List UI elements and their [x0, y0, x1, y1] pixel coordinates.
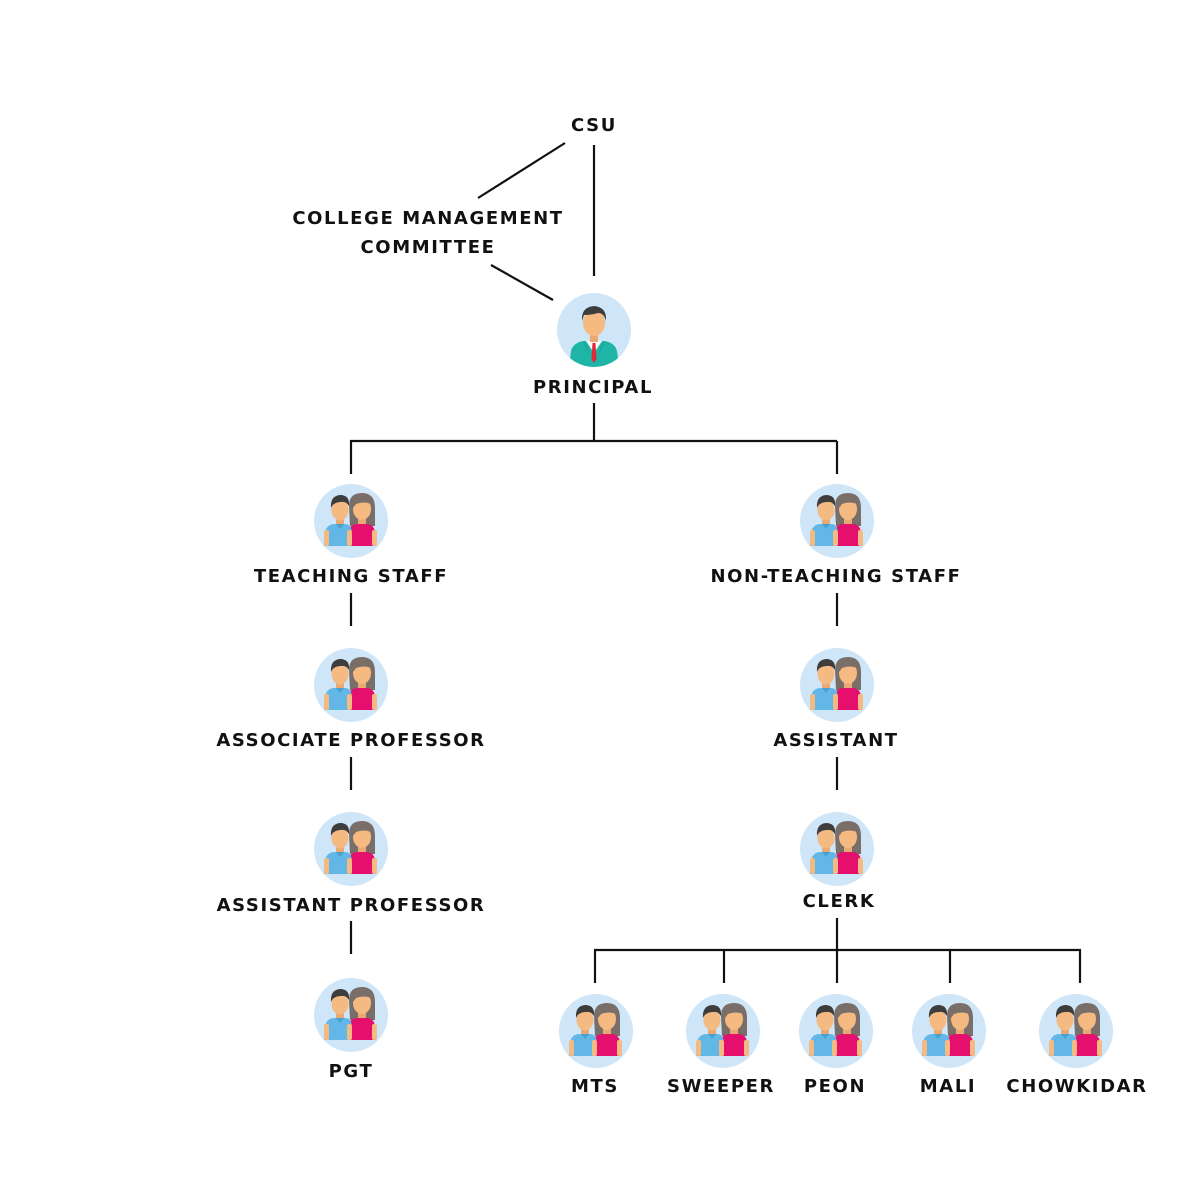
- staff-group-icon: [559, 994, 633, 1068]
- node-committee-label-line1: COLLEGE MANAGEMENT: [292, 208, 564, 229]
- node-principal-label: PRINCIPAL: [532, 377, 654, 398]
- staff-group-icon: [799, 994, 873, 1068]
- node-pgt-label: PGT: [328, 1061, 374, 1082]
- node-associate-professor-label: ASSOCIATE PROFESSOR: [216, 730, 486, 751]
- staff-group-icon: [314, 648, 388, 722]
- businessman-icon: [557, 293, 631, 367]
- node-teaching-staff-label: TEACHING STAFF: [253, 566, 449, 587]
- node-clerk-label: CLERK: [802, 891, 876, 912]
- node-csu-label: CSU: [571, 115, 617, 136]
- node-assistant-professor-label: ASSISTANT PROFESSOR: [216, 895, 486, 916]
- edge-csu-committee: [477, 142, 566, 199]
- staff-group-icon: [686, 994, 760, 1068]
- node-non-teaching-staff-label: NON-TEACHING STAFF: [710, 566, 962, 587]
- staff-group-icon: [314, 484, 388, 558]
- staff-group-icon: [800, 812, 874, 886]
- node-mts-label: MTS: [571, 1076, 619, 1097]
- node-committee-label-line2: COMMITTEE: [360, 237, 496, 258]
- staff-group-icon: [1039, 994, 1113, 1068]
- node-sweeper-label: SWEEPER: [667, 1076, 775, 1097]
- node-chowkidar-label: CHOWKIDAR: [1006, 1076, 1148, 1097]
- node-assistant-label: ASSISTANT: [773, 730, 899, 751]
- staff-group-icon: [800, 648, 874, 722]
- node-mali-label: MALI: [919, 1076, 977, 1097]
- edge-committee-principal: [490, 264, 554, 301]
- staff-group-icon: [314, 978, 388, 1052]
- node-peon-label: PEON: [803, 1076, 867, 1097]
- staff-group-icon: [800, 484, 874, 558]
- staff-group-icon: [314, 812, 388, 886]
- staff-group-icon: [912, 994, 986, 1068]
